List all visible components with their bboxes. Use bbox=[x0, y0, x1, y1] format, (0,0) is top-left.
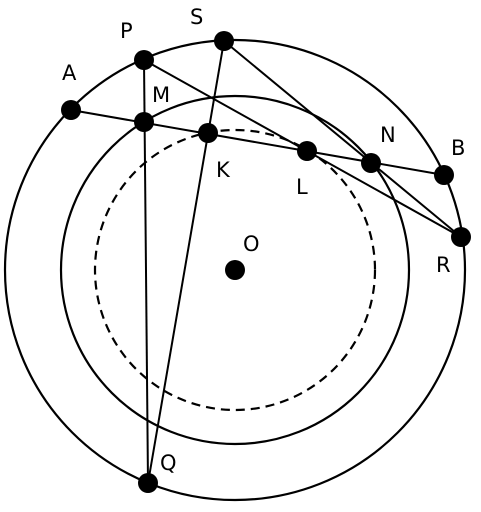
label-P: P bbox=[120, 19, 133, 43]
point-B bbox=[434, 165, 454, 185]
segment-SQ bbox=[147, 40, 225, 484]
inner-dashed-circle bbox=[93, 128, 377, 412]
label-R: R bbox=[436, 253, 451, 277]
label-L: L bbox=[296, 175, 308, 199]
point-L bbox=[297, 141, 317, 161]
middle-circle bbox=[59, 94, 411, 446]
label-N: N bbox=[380, 123, 396, 147]
segment-AB bbox=[70, 109, 445, 176]
label-S: S bbox=[190, 5, 203, 29]
label-K: K bbox=[216, 158, 231, 182]
point-O bbox=[225, 260, 245, 280]
point-K bbox=[198, 123, 218, 143]
segment-SR bbox=[223, 40, 462, 238]
outer-circle bbox=[3, 38, 467, 502]
point-Q bbox=[138, 473, 158, 493]
point-M bbox=[134, 112, 154, 132]
label-M: M bbox=[152, 83, 170, 107]
point-N bbox=[361, 153, 381, 173]
label-B: B bbox=[451, 136, 465, 160]
point-A bbox=[61, 100, 81, 120]
label-A: A bbox=[62, 61, 77, 85]
point-S bbox=[214, 31, 234, 51]
point-P bbox=[134, 50, 154, 70]
label-O: O bbox=[243, 232, 260, 256]
point-R bbox=[451, 227, 471, 247]
label-Q: Q bbox=[160, 451, 177, 475]
